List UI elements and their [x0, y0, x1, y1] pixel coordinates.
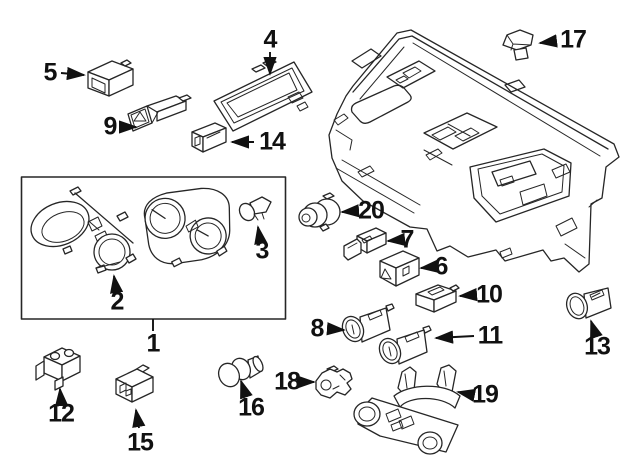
callout-7[interactable]: 7: [400, 225, 415, 254]
part-15-switch-drawing: [115, 364, 154, 403]
instrument-panel-drawing: [328, 29, 620, 273]
part-16-sensor-drawing: [217, 355, 264, 388]
callout-16[interactable]: 16: [238, 393, 265, 422]
callout-15[interactable]: 15: [127, 428, 154, 457]
callout-18[interactable]: 18: [274, 367, 301, 396]
part-10-switch-drawing: [415, 284, 460, 313]
switch-triangle-icon: [380, 268, 392, 280]
part-19-climate-control-drawing: [353, 364, 461, 455]
callout-14[interactable]: 14: [259, 127, 286, 156]
callout-6[interactable]: 6: [434, 252, 449, 281]
part-5-switch-drawing: [87, 59, 134, 97]
part-17-sensor-drawing: [502, 29, 534, 61]
callout-17[interactable]: 17: [560, 25, 587, 54]
part-7-switch-drawing: [343, 227, 387, 261]
part-6-switch-drawing: [379, 250, 420, 287]
part-4-bezel-drawing: [213, 58, 313, 132]
callout-13[interactable]: 13: [584, 332, 611, 361]
callout-20[interactable]: 20: [358, 196, 385, 225]
callout-2[interactable]: 2: [110, 287, 125, 316]
callout-10[interactable]: 10: [476, 280, 503, 309]
gauge-needle-left: [151, 209, 166, 220]
callout-1[interactable]: 1: [146, 329, 161, 358]
part-3-bulb-drawing: [238, 196, 272, 222]
callout-19[interactable]: 19: [472, 380, 499, 409]
part-12-connector-drawing: [35, 347, 81, 391]
callout-11[interactable]: 11: [477, 321, 503, 350]
callout-9[interactable]: 9: [103, 112, 118, 141]
part-18-clip-drawing: [315, 365, 353, 399]
part-2-cluster-housing-drawing: [30, 186, 137, 274]
part-14-switch-drawing: [191, 122, 227, 153]
callout-3[interactable]: 3: [255, 236, 270, 265]
instrument-cluster-gauges-drawing: [143, 187, 231, 268]
callout-12[interactable]: 12: [48, 399, 75, 428]
leader-arrows: [54, 34, 603, 429]
gauge-needle-right: [196, 229, 209, 237]
part-11-switch-drawing: [378, 325, 432, 365]
part-13-switch-drawing: [565, 287, 612, 320]
part-9-hazard-switch-drawing: [127, 94, 192, 132]
callout-5[interactable]: 5: [43, 58, 58, 87]
callout-8[interactable]: 8: [310, 314, 325, 343]
part-20-sensor-drawing: [298, 192, 341, 232]
hazard-triangle-icon: [133, 111, 147, 122]
callout-4[interactable]: 4: [263, 25, 278, 54]
